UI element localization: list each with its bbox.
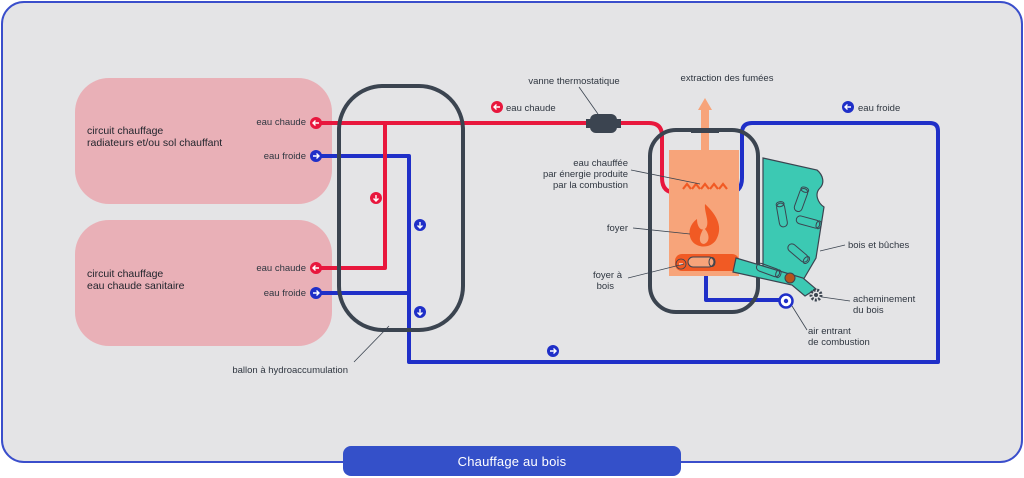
furnace-casing [648, 128, 760, 314]
leader-lines [353, 86, 851, 363]
flow-arrow-circuit-top-hot [310, 117, 322, 129]
label-acheminement-1: acheminement [853, 294, 916, 305]
leader-foyer [632, 227, 691, 235]
label-extraction: extraction des fumées [681, 73, 774, 84]
flow-arrow-bottom-right [547, 345, 559, 357]
flue-arrow-icon [698, 98, 712, 110]
label-eau-chauffee-1: eau chauffée [573, 158, 628, 169]
flow-arrow-circuit-bottom-hot [310, 262, 322, 274]
diagram-title: Chauffage au bois [343, 446, 681, 476]
label-eau-chauffee-3: par la combustion [553, 180, 628, 191]
flow-arrow-cold-down-1 [414, 219, 426, 231]
leader-eau-chauffee [630, 169, 701, 185]
flow-arrow-hot-down [370, 192, 382, 204]
label-ballon: ballon à hydroaccumulation [232, 365, 348, 376]
leader-bois [819, 244, 846, 252]
circuit-bottom-cold-label: eau froide [264, 288, 306, 299]
circuit-top-title-line2: radiateurs et/ou sol chauffant [87, 137, 222, 149]
feed-motor [784, 272, 796, 284]
label-foyer-a-bois-1: foyer à [593, 270, 623, 281]
thermostatic-valve [586, 114, 621, 133]
flow-arrow-firebox [675, 258, 687, 270]
flow-arrow-cold-label [842, 101, 854, 113]
flow-arrow-cold-down-2 [414, 306, 426, 318]
leader-acheminement [821, 296, 851, 302]
flow-arrow-hot-label [491, 101, 503, 113]
circuit-bottom-title-line2: eau chaude sanitaire [87, 280, 185, 292]
circuit-bottom-hot-label: eau chaude [256, 263, 306, 274]
circuit-top-hot-label: eau chaude [256, 117, 306, 128]
label-eau-froide-pipe: eau froide [858, 103, 900, 114]
circuit-top-title-line1: circuit chauffage [87, 125, 163, 137]
circuit-bottom-title-line1: circuit chauffage [87, 268, 163, 280]
leader-ballon [353, 325, 390, 363]
leader-vanne [578, 86, 599, 115]
label-foyer-a-bois-2: bois [597, 281, 615, 292]
label-vanne: vanne thermostatique [528, 76, 619, 87]
label-foyer: foyer [607, 223, 628, 234]
label-eau-chauffee-2: par énergie produite [543, 169, 628, 180]
label-eau-chaude-pipe: eau chaude [506, 103, 556, 114]
label-air-1: air entrant [808, 326, 851, 337]
leader-foyer-a-bois [627, 263, 685, 279]
flame-icon [689, 204, 720, 247]
air-inlet-icon [778, 293, 794, 309]
label-air-2: de combustion [808, 337, 870, 348]
circuit-sanitary-water [75, 220, 332, 346]
leader-air [791, 305, 808, 331]
gear-icon [809, 288, 823, 302]
circuit-top-cold-label: eau froide [264, 151, 306, 162]
label-acheminement-2: du bois [853, 305, 884, 316]
heat-chevrons-icon [682, 182, 728, 190]
label-bois-buches: bois et bûches [848, 240, 910, 251]
wood-logs-icon [755, 186, 822, 279]
firebox-log-icon [687, 256, 716, 268]
hydroaccumulation-tank [337, 84, 465, 332]
circuit-heating-radiators [75, 78, 332, 204]
flow-arrow-circuit-top-cold [310, 150, 322, 162]
flow-arrow-circuit-bottom-cold [310, 287, 322, 299]
